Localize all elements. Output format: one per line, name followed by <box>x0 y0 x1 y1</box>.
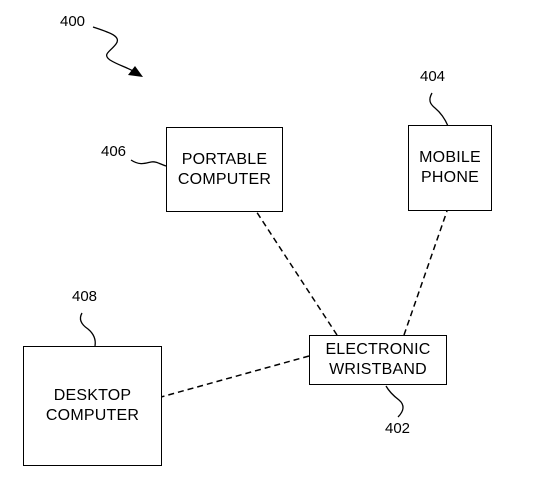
portable-computer-label-line-2: COMPUTER <box>177 170 272 188</box>
leader-line-402 <box>385 385 404 418</box>
portable-computer-label-line-1: PORTABLE <box>181 150 268 168</box>
leader-line-406 <box>130 159 167 167</box>
figure-ref-label: 400 <box>60 13 86 30</box>
electronic-wristband-label-line-1: ELECTRONIC <box>325 341 431 358</box>
electronic-wristband-label-line-2: WRISTBAND <box>329 361 427 378</box>
mobile-phone-label-line-1: MOBILE <box>419 149 481 166</box>
mobile-phone-ref: 404 <box>420 68 446 85</box>
desktop-computer-box[interactable]: DESKTOP COMPUTER <box>23 346 162 466</box>
figure-ref-arrow <box>92 26 134 72</box>
desktop-computer-label-line-1: DESKTOP <box>53 387 132 404</box>
desktop-computer-label-line-2: COMPUTER <box>45 407 140 424</box>
electronic-wristband-ref: 402 <box>385 420 411 437</box>
mobile-phone-box[interactable]: MOBILE PHONE <box>408 125 492 211</box>
electronic-wristband-box[interactable]: ELECTRONIC WRISTBAND <box>309 335 447 385</box>
portable-computer-ref: 406 <box>101 143 127 160</box>
connection-wristband-portable <box>255 210 338 336</box>
portable-computer-box[interactable]: PORTABLE COMPUTER <box>166 127 283 212</box>
desktop-computer-ref: 408 <box>72 288 98 305</box>
connection-wristband-desktop <box>160 355 310 398</box>
leader-line-408 <box>79 312 96 347</box>
figure-ref-arrowhead <box>128 66 143 77</box>
mobile-phone-label-line-2: PHONE <box>421 169 479 186</box>
leader-line-404 <box>429 92 449 127</box>
connection-wristband-mobile <box>403 210 448 336</box>
